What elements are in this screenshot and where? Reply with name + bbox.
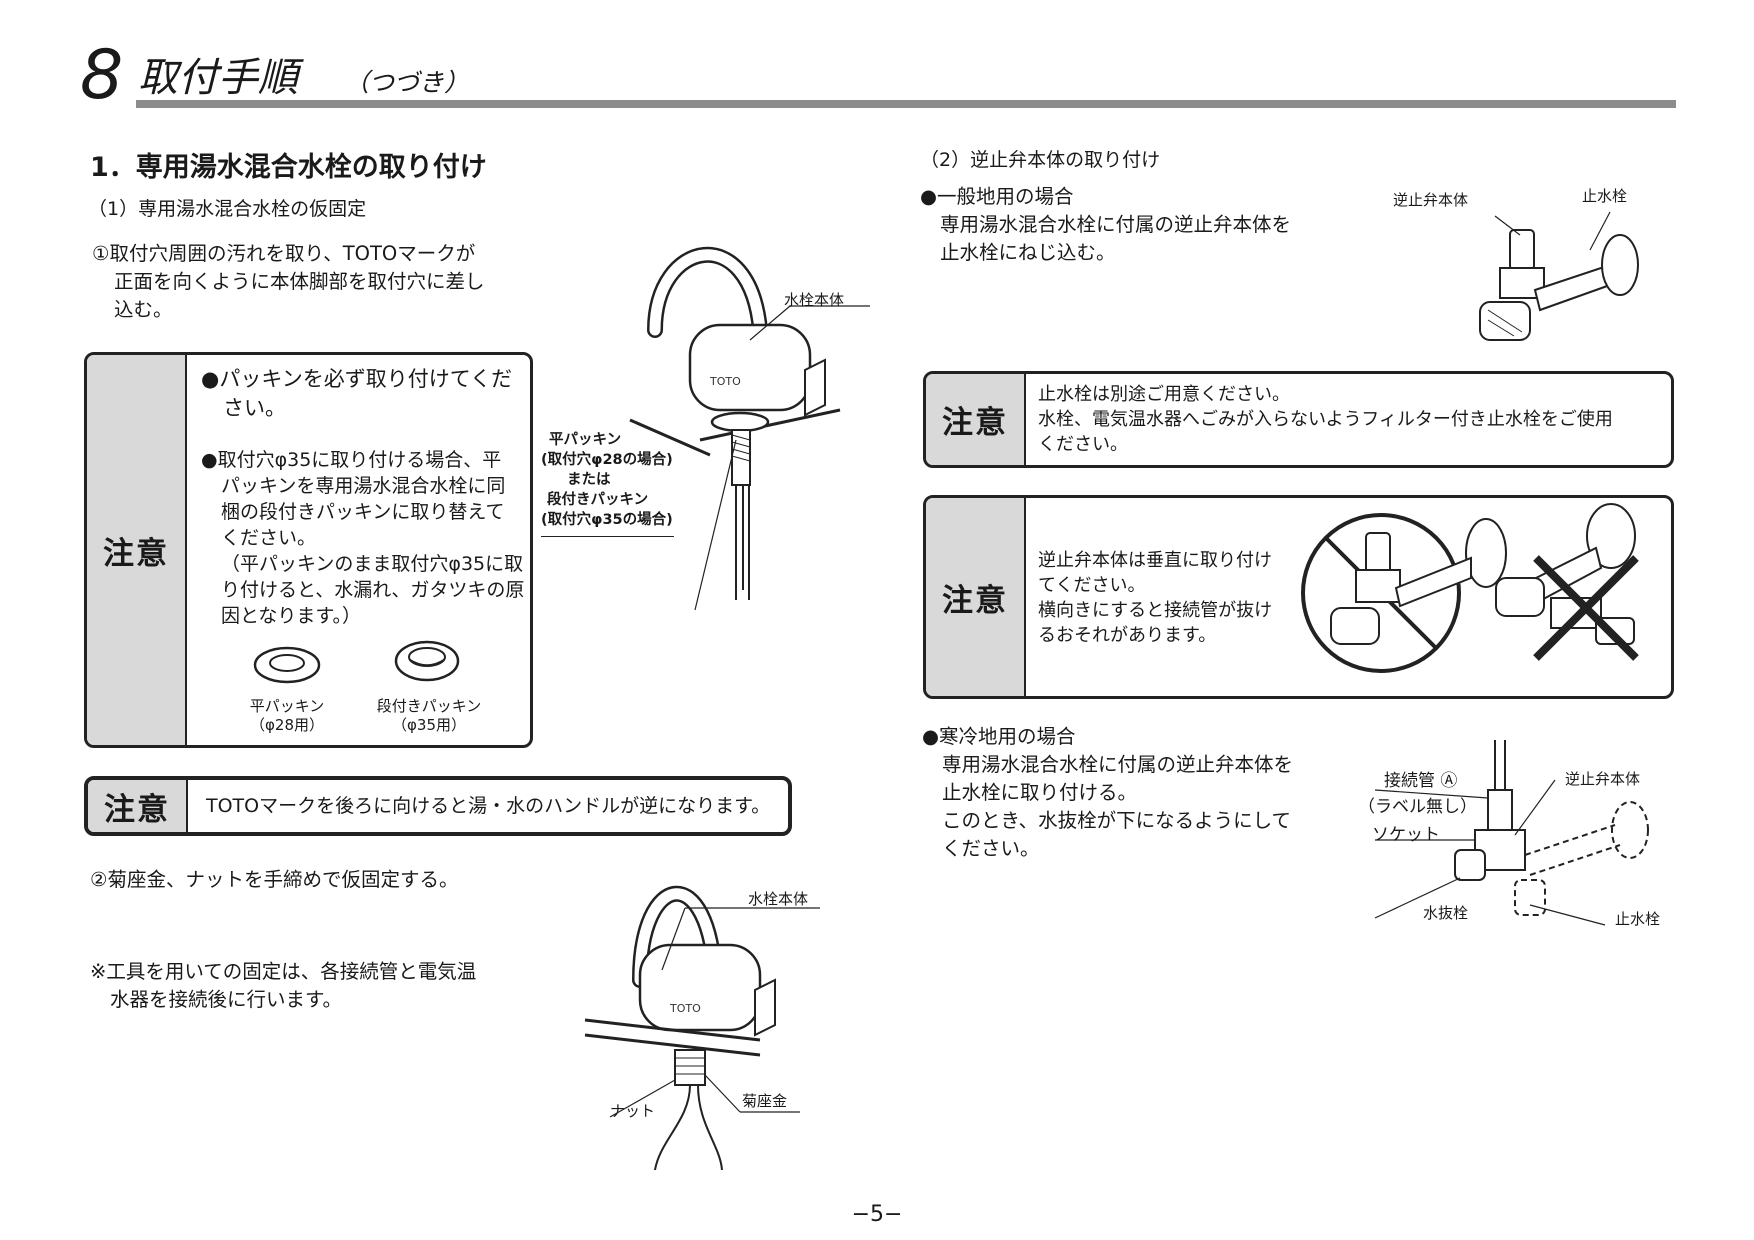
section-number: 8 xyxy=(80,36,124,115)
caution-bullet-2: ●取付穴φ35に取り付ける場合、平 パッキンを専用湯水混合水栓に同 梱の段付きパ… xyxy=(201,449,525,627)
section-title: 1．専用湯水混合水栓の取り付け xyxy=(90,152,487,183)
no-label-note: （ラベル無し） xyxy=(1358,797,1477,817)
caution-box-toto-mark: 注意 TOTOマークを後ろに向けると湯・水のハンドルが逆になります。 xyxy=(84,776,792,836)
general-area-text: ●一般地用の場合 専用湯水混合水栓に付属の逆止弁本体を 止水栓にねじ込む。 xyxy=(920,185,1292,264)
check-valve-label: 逆止弁本体 xyxy=(1393,191,1469,209)
caution-label: 注意 xyxy=(926,374,1026,465)
subsection-title-2: （2）逆止弁本体の取り付け xyxy=(920,149,1161,171)
page-subtitle: （つづき） xyxy=(344,68,470,97)
orientation-illustration xyxy=(1301,503,1639,673)
subsection-title-1: （1）専用湯水混合水栓の仮固定 xyxy=(88,198,367,220)
pipe-label: 接続管 Ⓐ xyxy=(1384,771,1458,791)
socket-label: ソケット xyxy=(1372,825,1440,845)
step-2-text: ②菊座金、ナットを手締めで仮固定する。 xyxy=(90,868,459,891)
check-valve-illustration xyxy=(1479,211,1639,341)
cold-area-text: ●寒冷地用の場合 専用湯水混合水栓に付属の逆止弁本体を 止水栓に取り付ける。 こ… xyxy=(922,725,1294,860)
caution-bullet-1: ●パッキンを必ず取り付けてくだ さい。 xyxy=(201,367,513,420)
brand-text: TOTO xyxy=(669,1002,701,1015)
caution-box-vertical: 注意 逆止弁本体は垂直に取り付け てください。 横向きにすると接続管が抜け るお… xyxy=(923,495,1674,699)
faucet-packing-illustration: TOTO xyxy=(629,247,870,611)
faucet-body-label: 水栓本体 xyxy=(784,291,845,309)
leader-line xyxy=(541,536,674,537)
faucet-body-label-2: 水栓本体 xyxy=(748,890,809,908)
stop-valve-label-2: 止水栓 xyxy=(1615,910,1661,928)
caution-content: 逆止弁本体は垂直に取り付け てください。 横向きにすると接続管が抜け るおそれが… xyxy=(1026,498,1671,696)
note-text: ※工具を用いての固定は、各接続管と電気温 水器を接続後に行います。 xyxy=(90,960,477,1011)
stepped-packing-caption: 段付きパッキン （φ35用） xyxy=(376,697,482,734)
caution-text: 逆止弁本体は垂直に取り付け てください。 横向きにすると接続管が抜け るおそれが… xyxy=(1038,550,1273,646)
caution-label: 注意 xyxy=(87,355,187,745)
drain-label: 水抜栓 xyxy=(1423,904,1469,922)
brand-text: TOTO xyxy=(709,375,741,388)
packing-label: 平パッキン (取付穴φ28の場合) または 段付きパッキン (取付穴φ35の場合… xyxy=(541,432,673,528)
page-number: −5− xyxy=(851,1202,903,1227)
header-rule xyxy=(136,100,1676,108)
washer-label: 菊座金 xyxy=(742,1092,788,1110)
page-title: 取付手順 xyxy=(138,55,298,101)
faucet-nut-illustration: TOTO xyxy=(584,885,820,1171)
packing-illustration xyxy=(253,640,460,684)
stop-valve-label: 止水栓 xyxy=(1582,187,1628,205)
flat-packing-caption: 平パッキン （φ28用） xyxy=(249,697,325,734)
caution-box-packing: 注意 ●パッキンを必ず取り付けてくだ さい。 ●取付穴φ35に取り付ける場合、平… xyxy=(84,352,533,748)
check-valve-label-2: 逆止弁本体 xyxy=(1565,770,1641,788)
caution-text: TOTOマークを後ろに向けると湯・水のハンドルが逆になります。 xyxy=(206,795,771,817)
cold-area-valve-illustration xyxy=(1374,740,1649,926)
step-1-text: ①取付穴周囲の汚れを取り、TOTOマークが 正面を向くように本体脚部を取付穴に差… xyxy=(92,242,485,321)
caution-label: 注意 xyxy=(926,498,1026,696)
caution-text: 止水栓は別途ご用意ください。 水栓、電気温水器へごみが入らないようフィルター付き… xyxy=(1038,384,1613,455)
caution-content: ●パッキンを必ず取り付けてくだ さい。 ●取付穴φ35に取り付ける場合、平 パッ… xyxy=(187,355,530,745)
caution-box-stop-valve: 注意 止水栓は別途ご用意ください。 水栓、電気温水器へごみが入らないようフィルタ… xyxy=(923,371,1674,468)
nut-label: ナット xyxy=(610,1102,656,1120)
caution-label: 注意 xyxy=(88,780,188,832)
